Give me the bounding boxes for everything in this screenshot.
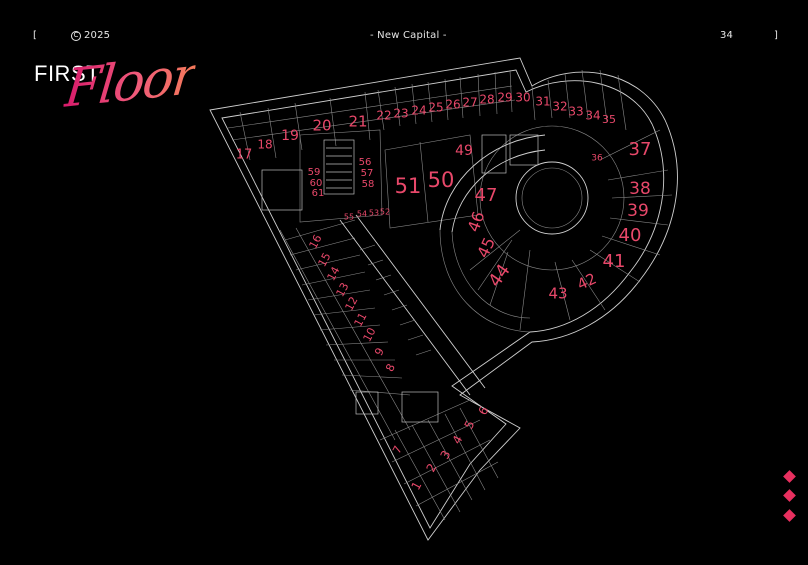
unit-label: 50 — [428, 168, 455, 192]
unit-label: 9 — [372, 346, 387, 358]
unit-label: 42 — [574, 269, 599, 293]
unit-label: 29 — [497, 91, 512, 105]
unit-label: 3 — [438, 448, 454, 461]
project-name: - New Capital - — [370, 30, 447, 41]
unit-label: 4 — [450, 433, 466, 446]
unit-label: 47 — [475, 185, 498, 206]
unit-label: 24 — [411, 104, 426, 118]
unit-label: 53 — [369, 209, 379, 218]
floor-plan-walls — [209, 57, 678, 541]
unit-label: 19 — [281, 128, 299, 144]
unit-label: 18 — [257, 138, 272, 152]
unit-label: 6 — [476, 404, 492, 417]
unit-label: 17 — [236, 148, 253, 163]
unit-label: 57 — [361, 168, 374, 179]
unit-label: 52 — [380, 208, 390, 217]
unit-label: 56 — [359, 157, 372, 168]
unit-label: 25 — [428, 101, 443, 115]
unit-label: 51 — [395, 174, 422, 198]
unit-label: 39 — [627, 201, 649, 221]
unit-label: 43 — [548, 285, 567, 303]
unit-label: 26 — [445, 98, 460, 112]
unit-label: 49 — [455, 143, 473, 159]
unit-label: 60 — [310, 178, 323, 189]
unit-label: 14 — [325, 265, 343, 283]
unit-label: 58 — [362, 179, 375, 190]
unit-label: 32 — [552, 100, 567, 114]
unit-label: 44 — [484, 260, 514, 291]
unit-label: 22 — [376, 109, 391, 123]
copyright-icon: C — [71, 30, 81, 41]
unit-label: 55 — [344, 213, 354, 222]
copyright-year: 2025 — [84, 30, 111, 41]
unit-label: 38 — [629, 179, 651, 199]
unit-label: 23 — [393, 107, 408, 121]
unit-label: 31 — [535, 95, 550, 109]
unit-label: 41 — [603, 251, 626, 272]
header-right-bracket: ] — [774, 30, 779, 41]
unit-label: 35 — [602, 113, 616, 126]
page-number: 34 — [720, 30, 734, 41]
unit-label: 10 — [361, 326, 379, 344]
unit-label: 59 — [308, 167, 321, 178]
unit-label: 30 — [515, 91, 530, 105]
unit-label: 36 — [591, 154, 603, 164]
unit-label: 37 — [629, 139, 652, 160]
unit-label: 20 — [312, 117, 331, 135]
unit-label: 27 — [462, 96, 477, 110]
unit-label: 13 — [334, 281, 352, 299]
unit-label: 33 — [568, 105, 583, 119]
unit-label: 16 — [307, 233, 325, 251]
unit-label: 15 — [316, 251, 334, 269]
header-left-bracket: [ — [33, 30, 38, 41]
unit-label: 5 — [462, 418, 478, 431]
unit-label: 11 — [352, 311, 370, 329]
unit-label: 54 — [357, 210, 367, 219]
unit-label: 34 — [585, 109, 600, 123]
unit-label: 21 — [348, 113, 367, 131]
unit-label: 12 — [343, 295, 361, 313]
unit-label: 45 — [473, 234, 499, 260]
unit-label: 28 — [479, 93, 494, 107]
unit-label: 40 — [619, 225, 642, 246]
unit-label: 46 — [464, 209, 489, 235]
copyright: C 2025 — [71, 30, 110, 41]
title-first: FIRST — [34, 61, 100, 87]
unit-label: 8 — [383, 362, 398, 374]
unit-label: 61 — [312, 188, 325, 199]
